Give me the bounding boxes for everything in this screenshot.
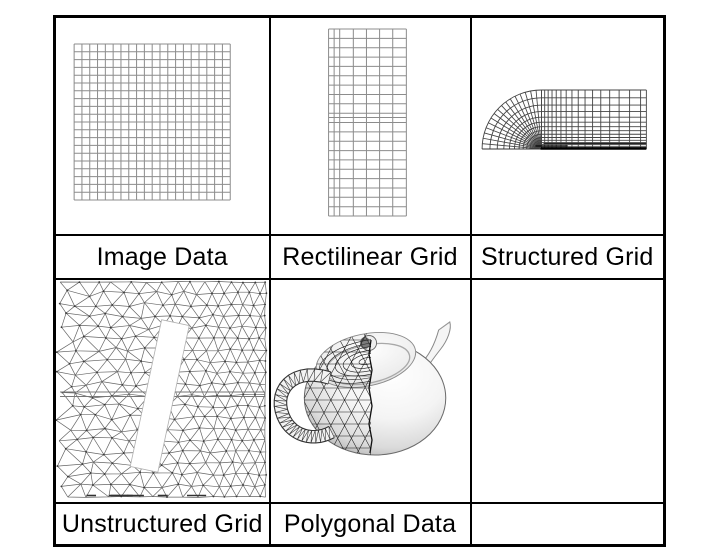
image-data-figure <box>73 43 231 201</box>
rectilinear-grid-cell <box>268 15 472 236</box>
structured-grid-figure <box>481 89 647 150</box>
polygonal-data-figure <box>273 321 451 456</box>
image-data-cell <box>53 15 271 236</box>
caption-unstructured-grid: Unstructured Grid <box>53 502 271 547</box>
dataset-types-table: Image Data Rectilinear Grid Structured G… <box>53 15 666 547</box>
uniform-grid-lines <box>73 43 231 201</box>
caption-rectilinear-grid: Rectilinear Grid <box>268 234 472 280</box>
caption-structured-grid: Structured Grid <box>469 234 666 280</box>
structured-grid-cell <box>469 15 666 236</box>
empty-figure <box>472 280 664 502</box>
teapot-wire-divider <box>367 339 373 454</box>
structured-grid-lines <box>481 89 647 150</box>
unstructured-grid-cell <box>53 278 271 504</box>
teapot-handle <box>273 368 335 444</box>
mesh-hole-rectangle <box>129 319 190 473</box>
caption-empty <box>469 502 666 547</box>
caption-polygonal-data: Polygonal Data <box>268 502 472 547</box>
caption-image-data: Image Data <box>53 234 271 280</box>
empty-figure-cell <box>469 278 666 504</box>
unstructured-grid-figure <box>56 281 268 498</box>
rectilinear-grid-figure <box>327 28 407 217</box>
rectilinear-grid-lines <box>327 28 407 217</box>
polygonal-data-cell <box>268 278 472 504</box>
